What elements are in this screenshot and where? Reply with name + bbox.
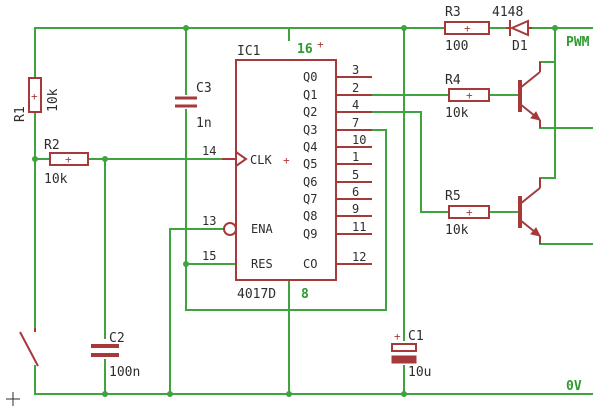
out-q3-pin: 7 bbox=[352, 116, 359, 130]
diode-d1[interactable]: 4148 D1 bbox=[492, 5, 532, 54]
pin-clk-plus: + bbox=[283, 154, 290, 167]
net-gnd-label: 0V bbox=[566, 379, 582, 394]
r5-name: R5 bbox=[445, 189, 461, 204]
out-q5-label: Q5 bbox=[303, 157, 317, 171]
capacitor-c2[interactable]: C2 100n bbox=[91, 331, 140, 380]
resistor-r3[interactable]: + R3 100 bbox=[444, 5, 490, 54]
c2-name: C2 bbox=[109, 331, 125, 346]
svg-text:+: + bbox=[466, 89, 473, 102]
ic1-ground-pin: 8 bbox=[301, 287, 309, 302]
svg-text:+: + bbox=[394, 330, 401, 343]
r1-name: R1 bbox=[13, 106, 28, 122]
out-q6-pin: 5 bbox=[352, 168, 359, 182]
out-q3-label: Q3 bbox=[303, 123, 317, 137]
resistor-r1[interactable]: + R1 10k bbox=[13, 77, 61, 122]
out-co-pin: 12 bbox=[352, 250, 366, 264]
r3-name: R3 bbox=[445, 5, 461, 20]
c3-value: 1n bbox=[196, 116, 212, 131]
c2-value: 100n bbox=[109, 365, 140, 380]
out-q4-pin: 10 bbox=[352, 133, 366, 147]
ic1-supply-pin: 16 bbox=[297, 42, 313, 57]
c3-name: C3 bbox=[196, 81, 212, 96]
r2-name: R2 bbox=[44, 138, 60, 153]
svg-text:+: + bbox=[464, 22, 471, 35]
out-q8-label: Q8 bbox=[303, 209, 317, 223]
resistor-r2[interactable]: + R2 10k bbox=[44, 138, 89, 187]
resistor-r4[interactable]: + R4 10k bbox=[445, 73, 490, 121]
r5-value: 10k bbox=[445, 223, 469, 238]
out-q0-label: Q0 bbox=[303, 70, 317, 84]
resistor-r5[interactable]: + R5 10k bbox=[445, 189, 490, 238]
c1-name: C1 bbox=[408, 329, 424, 344]
d1-name: D1 bbox=[512, 39, 528, 54]
out-q7-label: Q7 bbox=[303, 192, 317, 206]
out-q1-label: Q1 bbox=[303, 88, 317, 102]
out-q5-pin: 1 bbox=[352, 150, 359, 164]
clk-triangle bbox=[235, 151, 248, 167]
svg-text:+: + bbox=[31, 90, 38, 103]
r1-value: 10k bbox=[46, 88, 61, 112]
ic1-body bbox=[235, 59, 337, 281]
pin-clk-number: 14 bbox=[202, 144, 216, 158]
transistor-upper[interactable] bbox=[518, 62, 541, 128]
pin-ena-number: 13 bbox=[202, 214, 216, 228]
ena-bubble bbox=[223, 222, 237, 236]
transistor-lower[interactable] bbox=[518, 178, 541, 244]
r4-name: R4 bbox=[445, 73, 461, 88]
pin-clk-label: CLK bbox=[250, 153, 272, 167]
origin-marker-icon bbox=[6, 392, 20, 406]
wires bbox=[34, 27, 593, 395]
ic1-type: 4017D bbox=[237, 287, 276, 302]
svg-text:+: + bbox=[466, 206, 473, 219]
pin-res-label: RES bbox=[251, 257, 273, 271]
out-q8-pin: 9 bbox=[352, 202, 359, 216]
out-q6-label: Q6 bbox=[303, 175, 317, 189]
out-q2-pin: 4 bbox=[352, 98, 359, 112]
out-q1-pin: 2 bbox=[352, 81, 359, 95]
r2-value: 10k bbox=[44, 172, 68, 187]
ic1-name: IC1 bbox=[237, 44, 260, 59]
out-q9-pin: 11 bbox=[352, 220, 366, 234]
out-q0-pin: 3 bbox=[352, 63, 359, 77]
pin-res-number: 15 bbox=[202, 249, 216, 263]
capacitor-c1[interactable]: + C1 10u bbox=[391, 329, 431, 380]
c1-value: 10u bbox=[408, 365, 431, 380]
ic1-output-pins bbox=[336, 76, 372, 265]
ic1-supply-plus: + bbox=[317, 38, 324, 51]
pin-ena-label: ENA bbox=[251, 222, 273, 236]
out-q4-label: Q4 bbox=[303, 140, 317, 154]
ic1[interactable]: IC1 4017D 16 + 8 CLK + 14 ENA 13 RES 15 bbox=[202, 38, 372, 302]
out-q9-label: Q9 bbox=[303, 227, 317, 241]
d1-value: 4148 bbox=[492, 5, 523, 20]
junctions bbox=[32, 25, 558, 397]
svg-text:+: + bbox=[65, 153, 72, 166]
out-co-label: CO bbox=[303, 257, 317, 271]
r4-value: 10k bbox=[445, 106, 469, 121]
net-pwm-label: PWM bbox=[566, 35, 590, 50]
out-q7-pin: 6 bbox=[352, 185, 359, 199]
r3-value: 100 bbox=[445, 39, 468, 54]
out-q2-label: Q2 bbox=[303, 105, 317, 119]
capacitor-c3[interactable]: C3 1n bbox=[175, 81, 212, 131]
switch[interactable] bbox=[19, 328, 39, 367]
